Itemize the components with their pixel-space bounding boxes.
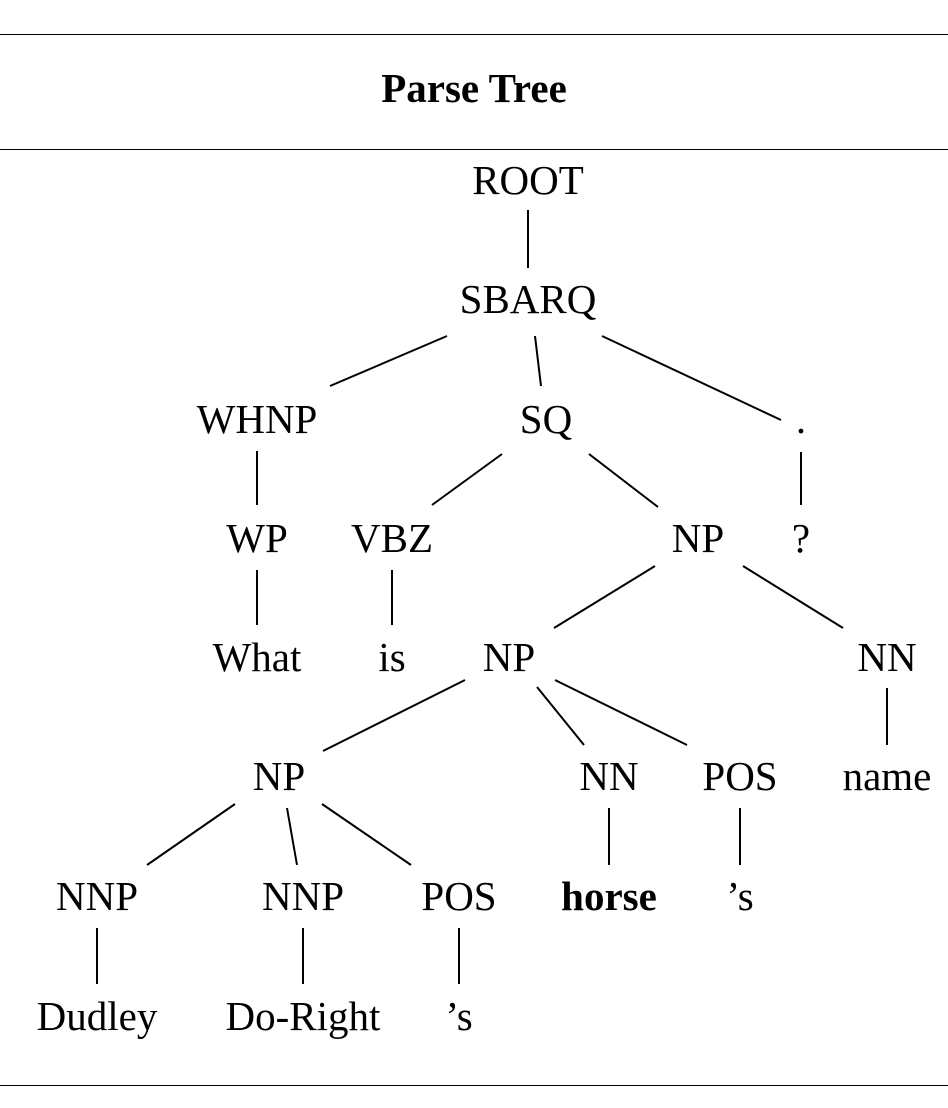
tree-node-do-right: Do-Right: [226, 993, 382, 1039]
tree-node-nnp-1: NNP: [56, 873, 138, 919]
top-rule: [0, 34, 948, 35]
tree-edge-np-top-to-np-mid: [553, 565, 656, 629]
tree-edge-sbarq-to-whnp: [329, 335, 448, 387]
tree-node-question-mark: ?: [792, 515, 810, 561]
tree-edge-sbarq-to-sq: [534, 335, 542, 387]
tree-node-sbarq: SBARQ: [460, 276, 597, 322]
tree-node-root: ROOT: [472, 157, 584, 203]
bottom-rule: [0, 1085, 948, 1086]
tree-node-name: name: [843, 753, 932, 799]
tree-edge-np-mid-to-pos-1: [554, 679, 688, 746]
tree-node-sq: SQ: [520, 396, 572, 442]
tree-edge-sq-to-vbz: [431, 453, 503, 506]
tree-edge-np-mid-to-np-low: [322, 679, 466, 752]
tree-node-np-low: NP: [253, 753, 305, 799]
tree-node-whnp: WHNP: [197, 396, 318, 442]
tree-node-pos-2: POS: [421, 873, 496, 919]
tree-edge-np-mid-to-nn-horse: [536, 686, 585, 746]
tree-node-vbz: VBZ: [351, 515, 433, 561]
tree-edge-sbarq-to-period: [601, 335, 782, 421]
tree-node-period: .: [796, 396, 806, 442]
tree-node-dudley: Dudley: [37, 993, 158, 1039]
tree-node-is: is: [378, 634, 405, 680]
tree-node-np-mid: NP: [483, 634, 535, 680]
tree-node-nnp-2: NNP: [262, 873, 344, 919]
tree-node-nn-name: NN: [857, 634, 916, 680]
tree-edge-sq-to-np-top: [588, 453, 659, 508]
tree-edge-np-top-to-nn-name: [742, 565, 844, 629]
tree-edge-np-low-to-nnp-1: [146, 803, 236, 866]
tree-edges: [96, 210, 888, 984]
tree-edge-np-low-to-pos-2: [321, 803, 412, 866]
header-rule: [0, 149, 948, 150]
tree-edge-np-low-to-nnp-2: [286, 807, 298, 866]
figure-title: Parse Tree: [381, 65, 567, 111]
tree-node-horse: horse: [561, 873, 657, 919]
tree-node-np-top: NP: [672, 515, 724, 561]
tree-node-pos-1: POS: [702, 753, 777, 799]
tree-node-apos-s-2: ’s: [445, 993, 472, 1039]
tree-node-wp: WP: [226, 515, 288, 561]
tree-node-apos-s-1: ’s: [726, 873, 753, 919]
tree-node-what: What: [213, 634, 302, 680]
tree-node-nn-horse: NN: [579, 753, 638, 799]
